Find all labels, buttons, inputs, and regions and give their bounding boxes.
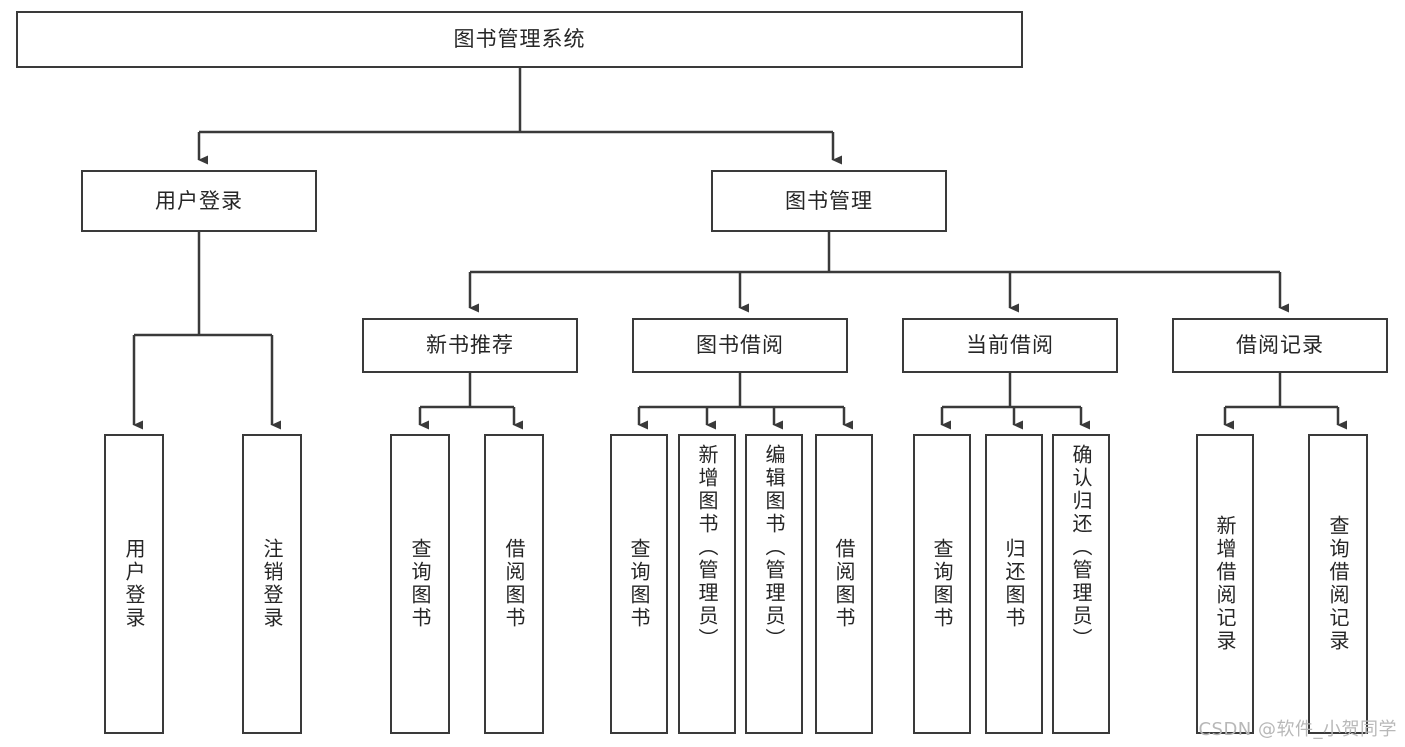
node-label: 用户登录: [122, 538, 146, 630]
node-borrow-record[interactable]: 借阅记录: [1172, 318, 1388, 373]
node-label: 查询图书: [408, 538, 432, 630]
node-label: 用户登录: [155, 188, 243, 213]
node-label: 新增借阅记录: [1213, 515, 1237, 653]
node-label: 注销登录: [260, 538, 284, 630]
node-book-management[interactable]: 图书管理: [711, 170, 947, 232]
node-label: 编辑图书（管理员）: [762, 444, 786, 651]
node-book-borrow[interactable]: 图书借阅: [632, 318, 848, 373]
node-leaf-user-login[interactable]: 用户登录: [104, 434, 164, 734]
node-label: 借阅图书: [832, 538, 856, 630]
node-leaf-query-book-borrow[interactable]: 查询图书: [610, 434, 668, 734]
node-label: 查询借阅记录: [1326, 515, 1350, 653]
node-leaf-confirm-return-admin[interactable]: 确认归还（管理员）: [1052, 434, 1110, 734]
node-leaf-add-borrow-record[interactable]: 新增借阅记录: [1196, 434, 1254, 734]
node-label: 新增图书（管理员）: [695, 444, 719, 651]
node-label: 新书推荐: [426, 333, 514, 358]
node-label: 归还图书: [1002, 538, 1026, 630]
node-label: 查询图书: [627, 538, 651, 630]
node-leaf-edit-book-admin[interactable]: 编辑图书（管理员）: [745, 434, 803, 734]
node-label: 当前借阅: [966, 333, 1054, 358]
node-leaf-borrow-book[interactable]: 借阅图书: [815, 434, 873, 734]
node-new-book-recommendation[interactable]: 新书推荐: [362, 318, 578, 373]
node-label: 图书借阅: [696, 333, 784, 358]
node-leaf-return-book[interactable]: 归还图书: [985, 434, 1043, 734]
node-current-borrow[interactable]: 当前借阅: [902, 318, 1118, 373]
csdn-watermark: CSDN @软件_小贺同学: [1198, 719, 1397, 740]
node-label: 查询图书: [930, 538, 954, 630]
node-leaf-add-book-admin[interactable]: 新增图书（管理员）: [678, 434, 736, 734]
node-leaf-logout[interactable]: 注销登录: [242, 434, 302, 734]
node-label: 图书管理: [785, 188, 873, 213]
node-label: 确认归还（管理员）: [1069, 444, 1093, 651]
node-label: 借阅图书: [502, 538, 526, 630]
node-leaf-query-book-recommend[interactable]: 查询图书: [390, 434, 450, 734]
node-label: 图书管理系统: [453, 27, 586, 52]
node-leaf-query-borrow-record[interactable]: 查询借阅记录: [1308, 434, 1368, 734]
node-leaf-borrow-book-recommend[interactable]: 借阅图书: [484, 434, 544, 734]
node-user-login[interactable]: 用户登录: [81, 170, 317, 232]
node-label: 借阅记录: [1236, 333, 1324, 358]
node-root-book-management-system[interactable]: 图书管理系统: [16, 11, 1023, 68]
node-leaf-query-book-current[interactable]: 查询图书: [913, 434, 971, 734]
